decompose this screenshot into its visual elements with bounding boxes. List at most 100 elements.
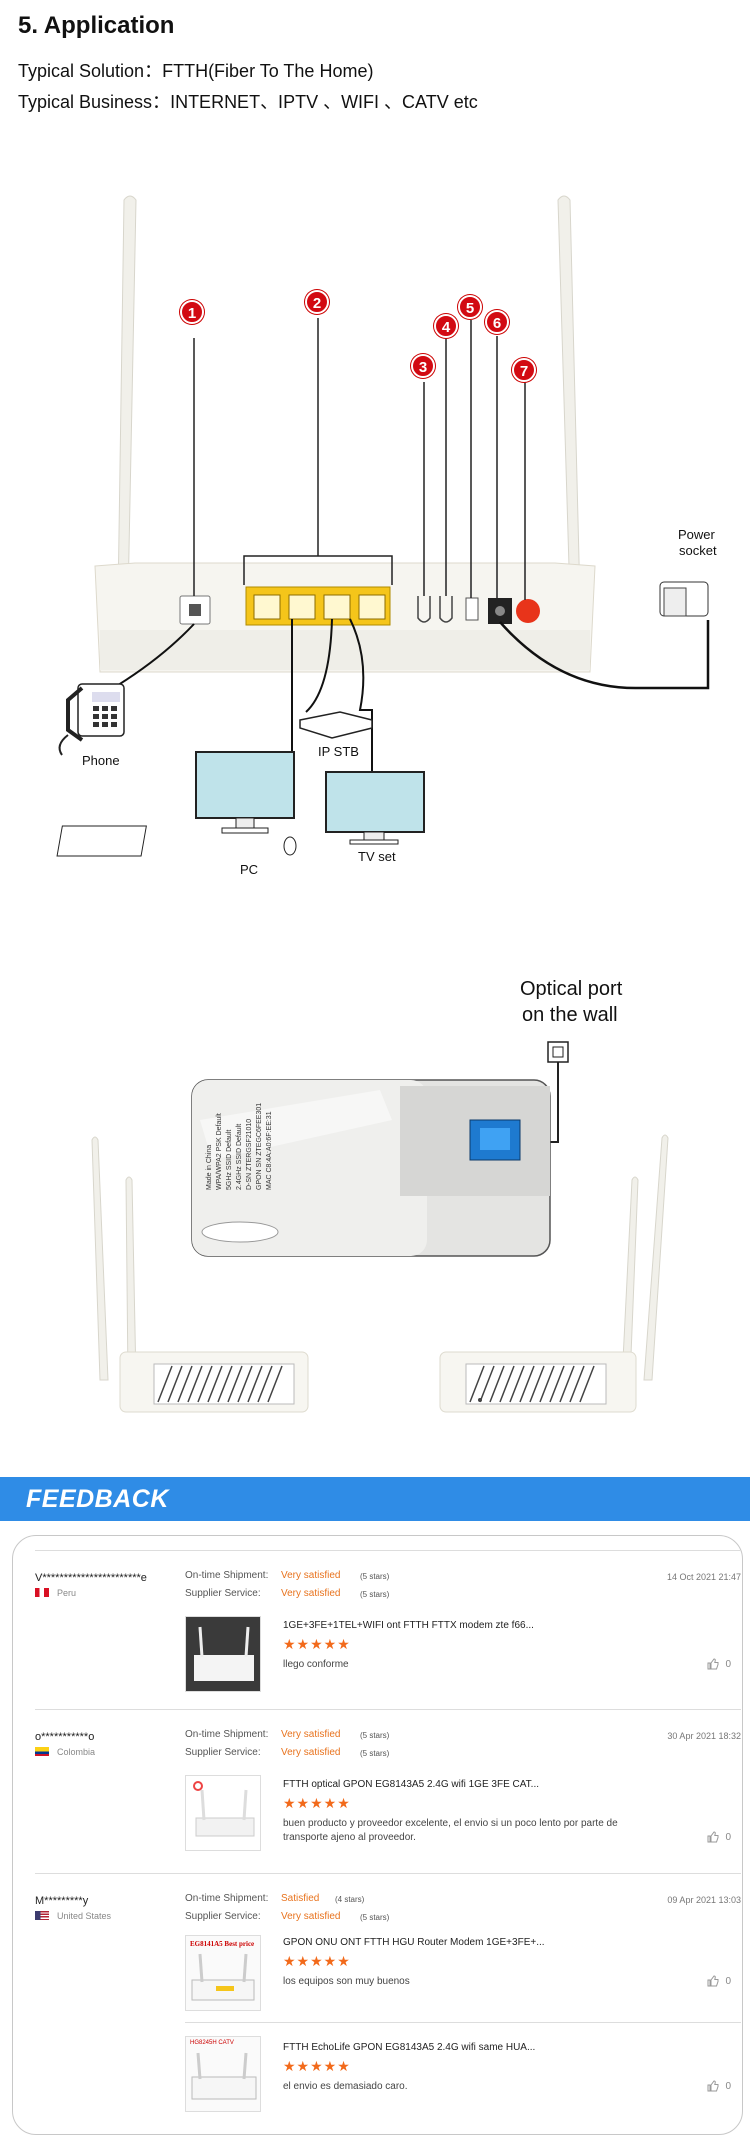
- reviewer-country: Peru: [35, 1588, 76, 1598]
- review-comment: llego conforme: [283, 1659, 349, 1670]
- like-count: 0: [725, 2081, 731, 2092]
- thumbnail-caption: HG8245H CATV: [190, 2040, 234, 2046]
- callout-badge-4: 4: [434, 314, 458, 338]
- review-date: 09 Apr 2021 13:03: [667, 1895, 741, 1905]
- callout-badge-7: 7: [512, 358, 536, 382]
- review-divider: [35, 1550, 741, 1551]
- feedback-banner: FEEDBACK: [0, 1477, 750, 1521]
- sticker-line-3: 5GHz SSID Default: [226, 1129, 233, 1190]
- callout-badge-6: 6: [485, 310, 509, 334]
- reviewer-country: Colombia: [35, 1747, 95, 1757]
- review-comment: el envio es demasiado caro.: [283, 2081, 408, 2092]
- supplier-service-rating: Very satisfied: [281, 1911, 341, 1922]
- router-image-icon: [186, 1776, 260, 1850]
- supplier-service-rating: Very satisfied: [281, 1747, 341, 1758]
- product-title-link[interactable]: FTTH optical GPON EG8143A5 2.4G wifi 1GE…: [283, 1779, 540, 1790]
- reviewer-country: United States: [35, 1911, 111, 1921]
- callout-badge-1: 1: [180, 300, 204, 324]
- typical-solution-label: Typical Solution：: [18, 61, 163, 81]
- reviewer-name: o***********o: [35, 1731, 95, 1743]
- product-title-link[interactable]: GPON ONU ONT FTTH HGU Router Modem 1GE+3…: [283, 1937, 545, 1948]
- typical-business-label: Typical Business：: [18, 92, 171, 112]
- ontime-shipment-label: On-time Shipment:: [185, 1570, 269, 1581]
- supplier-service-label: Supplier Service:: [185, 1747, 261, 1758]
- review-comment: los equipos son muy buenos: [283, 1976, 410, 1987]
- like-button[interactable]: 0: [707, 2080, 731, 2092]
- supplier-service-label: Supplier Service:: [185, 1911, 261, 1922]
- typical-solution-line: Typical Solution：FTTH(Fiber To The Home): [18, 57, 373, 83]
- socket-label: socket: [679, 543, 717, 558]
- ontime-shipment-label: On-time Shipment:: [185, 1893, 269, 1904]
- review-date: 14 Oct 2021 21:47: [666, 1572, 741, 1582]
- ontime-shipment-rating: Very satisfied: [281, 1729, 341, 1740]
- feedback-title: FEEDBACK: [26, 1485, 169, 1513]
- ip-stb-icon: [299, 711, 373, 739]
- optical-port-section: Optical port on the wall: [0, 960, 750, 1430]
- review-item: o***********o Colombia On-time Shipment:…: [35, 1709, 741, 1869]
- product-thumbnail[interactable]: EG8141A5 Best price: [185, 1935, 261, 2011]
- like-count: 0: [725, 1832, 731, 1843]
- sticker-line-1: Made in China: [206, 1144, 213, 1190]
- router-image-icon: [191, 1953, 255, 2001]
- like-button[interactable]: 0: [707, 1831, 731, 1843]
- reviewer-name: V***********************e: [35, 1572, 147, 1584]
- optical-port-label-2: on the wall: [522, 1004, 618, 1026]
- review-divider: [185, 2022, 741, 2023]
- united-states-flag-icon: [35, 1911, 49, 1920]
- antenna-right-icon: [557, 195, 581, 601]
- review-divider: [35, 1873, 741, 1874]
- phone-icon: [58, 683, 125, 756]
- colombia-flag-icon: [35, 1747, 49, 1756]
- product-thumbnail[interactable]: [185, 1775, 261, 1851]
- like-count: 0: [725, 1659, 731, 1670]
- phone-label: Phone: [82, 753, 120, 768]
- application-diagram: 1 2 3 4 5 6 7 Power socket Phone IP STB …: [0, 180, 750, 900]
- review-star-rating: ★★★★★: [283, 1953, 351, 1969]
- product-title-link[interactable]: 1GE+3FE+1TEL+WIFI ont FTTH FTTX modem zt…: [283, 1620, 534, 1631]
- product-title-link[interactable]: FTTH EchoLife GPON EG8143A5 2.4G wifi sa…: [283, 2042, 536, 2053]
- supplier-service-stars: (5 stars): [360, 1913, 390, 1922]
- sticker-line-6: GPON SN ZTEGC6FEE301: [256, 1102, 263, 1190]
- section-heading: 5. Application: [18, 12, 175, 39]
- reviewer-country-name: Peru: [57, 1588, 77, 1598]
- power-label: Power: [678, 527, 715, 542]
- ontime-shipment-rating: Satisfied: [281, 1893, 320, 1904]
- ontime-shipment-stars: (4 stars): [335, 1895, 365, 1904]
- product-thumbnail[interactable]: [185, 1616, 261, 1692]
- thumbs-up-icon: [707, 1831, 719, 1843]
- supplier-service-label: Supplier Service:: [185, 1588, 261, 1599]
- sticker-line-5: D-SN ZTERGSF21010: [246, 1118, 253, 1190]
- review-item: V***********************e Peru On-time S…: [35, 1550, 741, 1706]
- review-star-rating: ★★★★★: [283, 1795, 351, 1811]
- sticker-line-7: MAC C8:4A:A0:6F:EE:31: [266, 1111, 273, 1190]
- ontime-shipment-stars: (5 stars): [360, 1572, 390, 1581]
- review-extra-product: HG8245H CATV FTTH EchoLife GPON EG8143A5…: [35, 2022, 741, 2122]
- sticker-line-4: 2.4GHz SSID Default: [236, 1123, 243, 1190]
- thumbnail-caption: EG8141A5 Best price: [190, 1940, 255, 1948]
- like-button[interactable]: 0: [707, 1658, 731, 1670]
- review-divider: [35, 1709, 741, 1710]
- like-button[interactable]: 0: [707, 1975, 731, 1987]
- supplier-service-rating: Very satisfied: [281, 1588, 341, 1599]
- review-date: 30 Apr 2021 18:32: [667, 1731, 741, 1741]
- ontime-shipment-stars: (5 stars): [360, 1731, 390, 1740]
- like-count: 0: [725, 1976, 731, 1987]
- typical-business-value: INTERNET、IPTV 、WIFI 、CATV etc: [170, 92, 478, 112]
- review-item: M*********y United States On-time Shipme…: [35, 1873, 741, 2028]
- review-star-rating: ★★★★★: [283, 1636, 351, 1652]
- thumbs-up-icon: [707, 1975, 719, 1987]
- pc-label: PC: [240, 862, 259, 877]
- ip-stb-label: IP STB: [318, 744, 359, 759]
- callout-badge-2: 2: [305, 290, 329, 314]
- supplier-service-stars: (5 stars): [360, 1590, 390, 1599]
- optical-port-illustration: [91, 1041, 669, 1413]
- review-star-rating: ★★★★★: [283, 2058, 351, 2074]
- router-image-icon: [191, 2052, 257, 2100]
- product-thumbnail[interactable]: HG8245H CATV: [185, 2036, 261, 2112]
- optical-port-label-1: Optical port: [520, 978, 623, 1000]
- thumbs-up-icon: [707, 2080, 719, 2092]
- tv-set-label: TV set: [358, 849, 396, 864]
- typical-solution-value: FTTH(Fiber To The Home): [162, 61, 374, 81]
- feedback-panel: V***********************e Peru On-time S…: [12, 1535, 743, 2135]
- typical-business-line: Typical Business：INTERNET、IPTV 、WIFI 、CA…: [18, 88, 478, 114]
